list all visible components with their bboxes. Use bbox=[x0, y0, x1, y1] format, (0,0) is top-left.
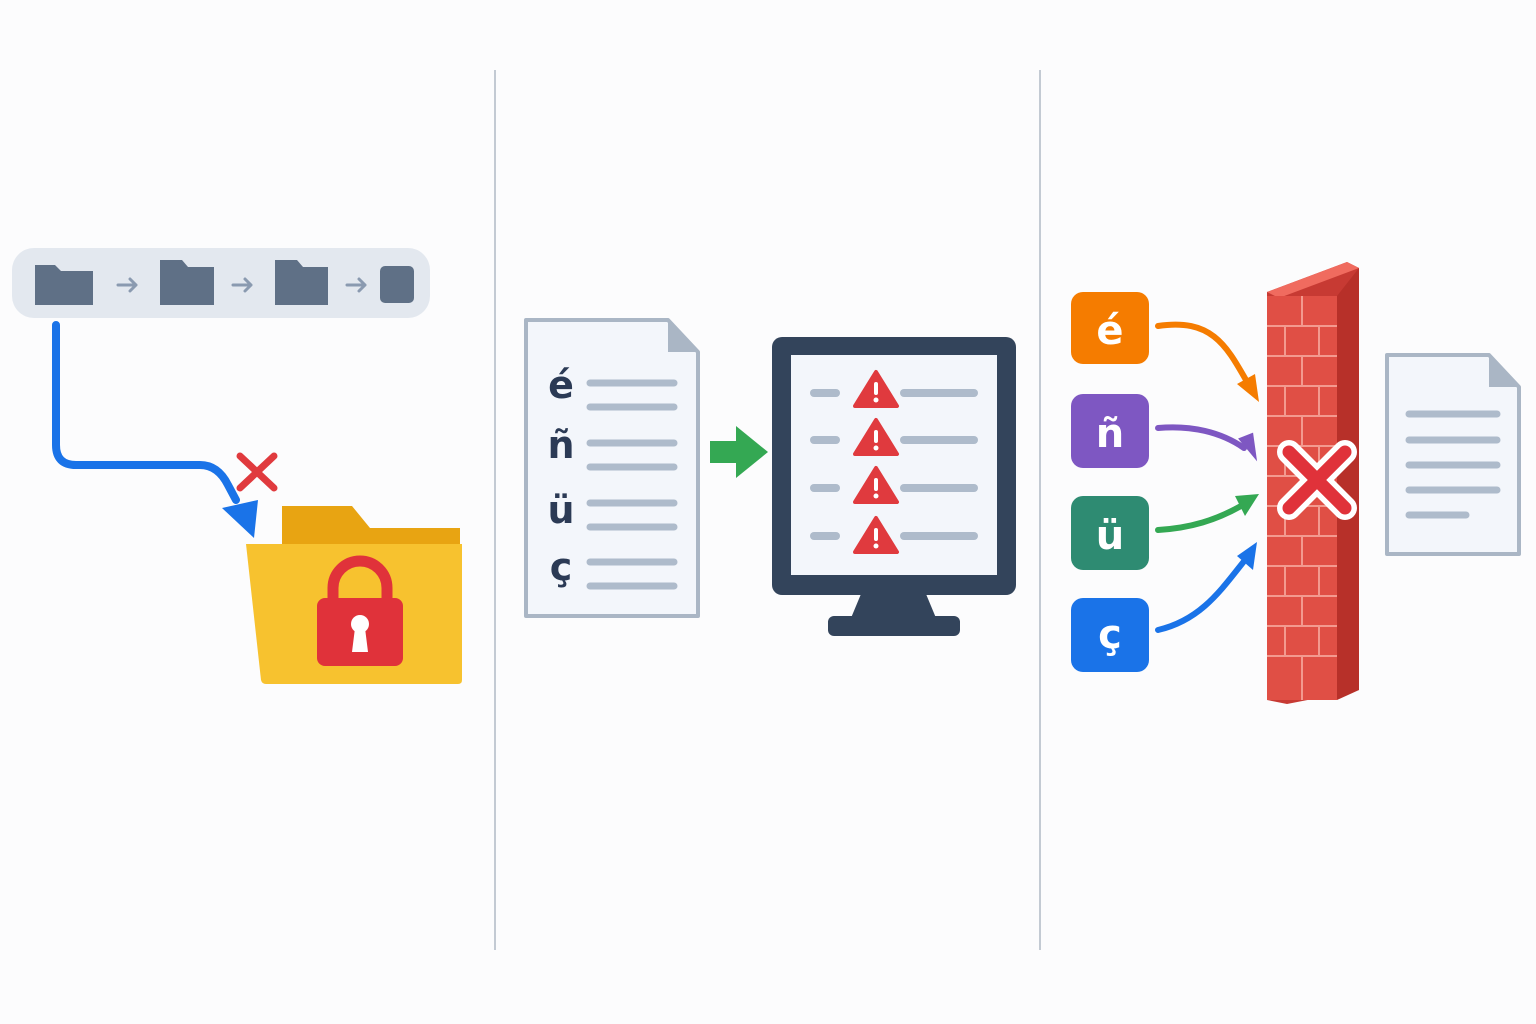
panel-divider-left bbox=[494, 70, 496, 950]
red-x-icon bbox=[236, 452, 278, 492]
panel-divider-right bbox=[1039, 70, 1041, 950]
red-x-icon bbox=[1277, 440, 1357, 520]
text-lines bbox=[586, 379, 678, 590]
character-tile: ü bbox=[1071, 496, 1149, 570]
accented-character: é bbox=[548, 363, 574, 407]
folder-icon bbox=[160, 260, 214, 305]
arrow-icon bbox=[1155, 424, 1258, 462]
panel-encoding-errors: é ñ ü ç bbox=[496, 0, 1039, 1024]
svg-text:ñ: ñ bbox=[1096, 411, 1124, 457]
redirect-arrow-icon bbox=[52, 321, 258, 538]
garbled-text-lines bbox=[810, 389, 978, 540]
monitor-icon bbox=[772, 337, 1016, 636]
warning-triangle-icon bbox=[853, 370, 899, 408]
svg-text:é: é bbox=[1096, 308, 1123, 354]
arrow-right-icon bbox=[116, 277, 138, 293]
arrow-icon bbox=[1155, 494, 1259, 533]
arrow-right-icon bbox=[231, 277, 253, 293]
warning-triangle-icon bbox=[853, 466, 899, 504]
folder-icon bbox=[275, 260, 328, 305]
warning-triangle-icon bbox=[853, 418, 899, 456]
document-icon bbox=[1385, 353, 1521, 556]
character-tile: é bbox=[1071, 292, 1149, 364]
folder-icon bbox=[35, 265, 93, 305]
file-icon bbox=[380, 266, 414, 303]
character-tile: ñ bbox=[1071, 394, 1149, 468]
convert-arrow-icon bbox=[710, 426, 768, 478]
character-tile: ç bbox=[1071, 598, 1149, 672]
warning-triangle-icon bbox=[853, 516, 899, 554]
accented-character: ñ bbox=[547, 423, 574, 467]
accented-character: ü bbox=[547, 488, 574, 532]
arrow-icon bbox=[1155, 542, 1257, 633]
panel-character-filter: é ñ ü ç bbox=[1041, 0, 1536, 1024]
svg-text:ç: ç bbox=[1098, 612, 1122, 658]
padlock-icon bbox=[317, 555, 403, 666]
panel-path-redirect bbox=[0, 0, 494, 1024]
arrow-icon bbox=[1155, 321, 1259, 402]
accented-character: ç bbox=[550, 545, 573, 589]
arrow-right-icon bbox=[345, 277, 367, 293]
svg-text:ü: ü bbox=[1096, 513, 1124, 559]
